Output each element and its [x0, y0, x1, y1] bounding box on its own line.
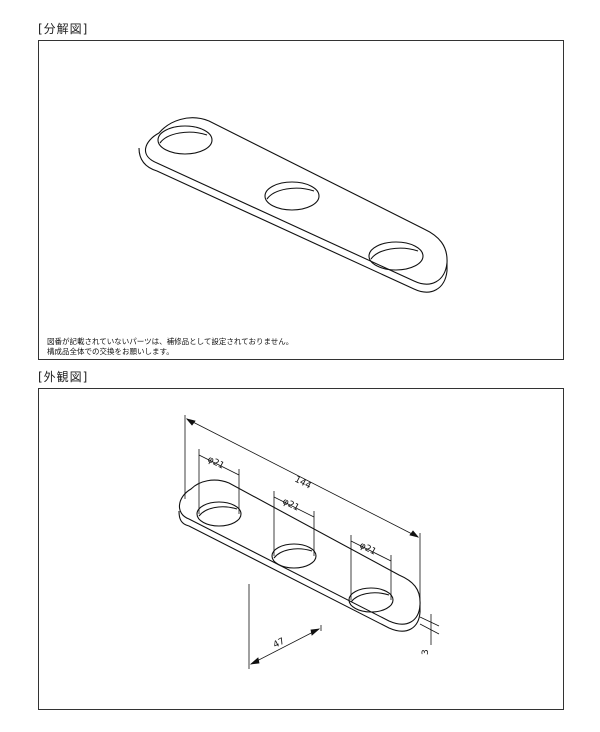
- hole-2-inner-edge: [266, 187, 315, 200]
- dim-offset-arrow-right: [310, 628, 321, 636]
- exploded-view-drawing: [138, 117, 448, 293]
- hole-3-inner-edge: [370, 247, 419, 260]
- hole-2: [264, 181, 320, 211]
- ext-hole-1-inner: [198, 506, 238, 517]
- plate-thickness: [178, 510, 421, 632]
- dim-thickness-label: 3: [421, 649, 431, 655]
- dim-hole1-label: φ21: [206, 455, 226, 472]
- hole-1-inner-edge: [159, 131, 208, 144]
- exploded-view-frame: 図番が記載されていないパーツは、補修品として設定されておりません。 構成品全体で…: [38, 40, 564, 360]
- dim-hole2-line: [273, 496, 315, 518]
- plate-top-outline: [145, 117, 448, 285]
- exterior-view-title: [外観図]: [38, 370, 89, 384]
- ext-hole-1: [196, 501, 242, 527]
- note-line-2: 構成品全体での交換をお願いします。: [47, 347, 174, 356]
- dim-thick-ext-1: [419, 616, 440, 627]
- note-line-1: 図番が記載されていないパーツは、補修品として設定されておりません。: [47, 337, 294, 346]
- ext-hole-3: [348, 587, 394, 613]
- dim-length-arrow-left: [185, 418, 196, 426]
- dim-offset-line: [250, 628, 320, 665]
- dim-hole3-line: [350, 540, 392, 562]
- dim-offset-label: 47: [272, 637, 287, 651]
- hole-3: [368, 241, 424, 271]
- exterior-view-drawing: 144 φ21 φ21 φ21 47 3: [178, 415, 440, 669]
- dim-hole1-line: [198, 454, 240, 476]
- ext-hole-2: [271, 543, 317, 569]
- exploded-view-title: [分解図]: [38, 22, 89, 36]
- hole-1: [157, 125, 213, 155]
- dim-hole2-label: φ21: [281, 497, 301, 514]
- dim-length-arrow-right: [409, 530, 420, 538]
- exterior-view-frame: 144 φ21 φ21 φ21 47 3: [38, 388, 564, 710]
- ext-hole-3-inner: [350, 592, 390, 603]
- dim-hole3-label: φ21: [358, 541, 378, 558]
- dim-thick-ext-2: [419, 623, 440, 635]
- dim-length-line: [186, 418, 419, 538]
- plate-thickness-edge: [138, 147, 448, 293]
- dim-length-label: 144: [293, 475, 313, 492]
- dim-offset-arrow-left: [249, 657, 260, 665]
- ext-hole-2-inner: [273, 548, 313, 559]
